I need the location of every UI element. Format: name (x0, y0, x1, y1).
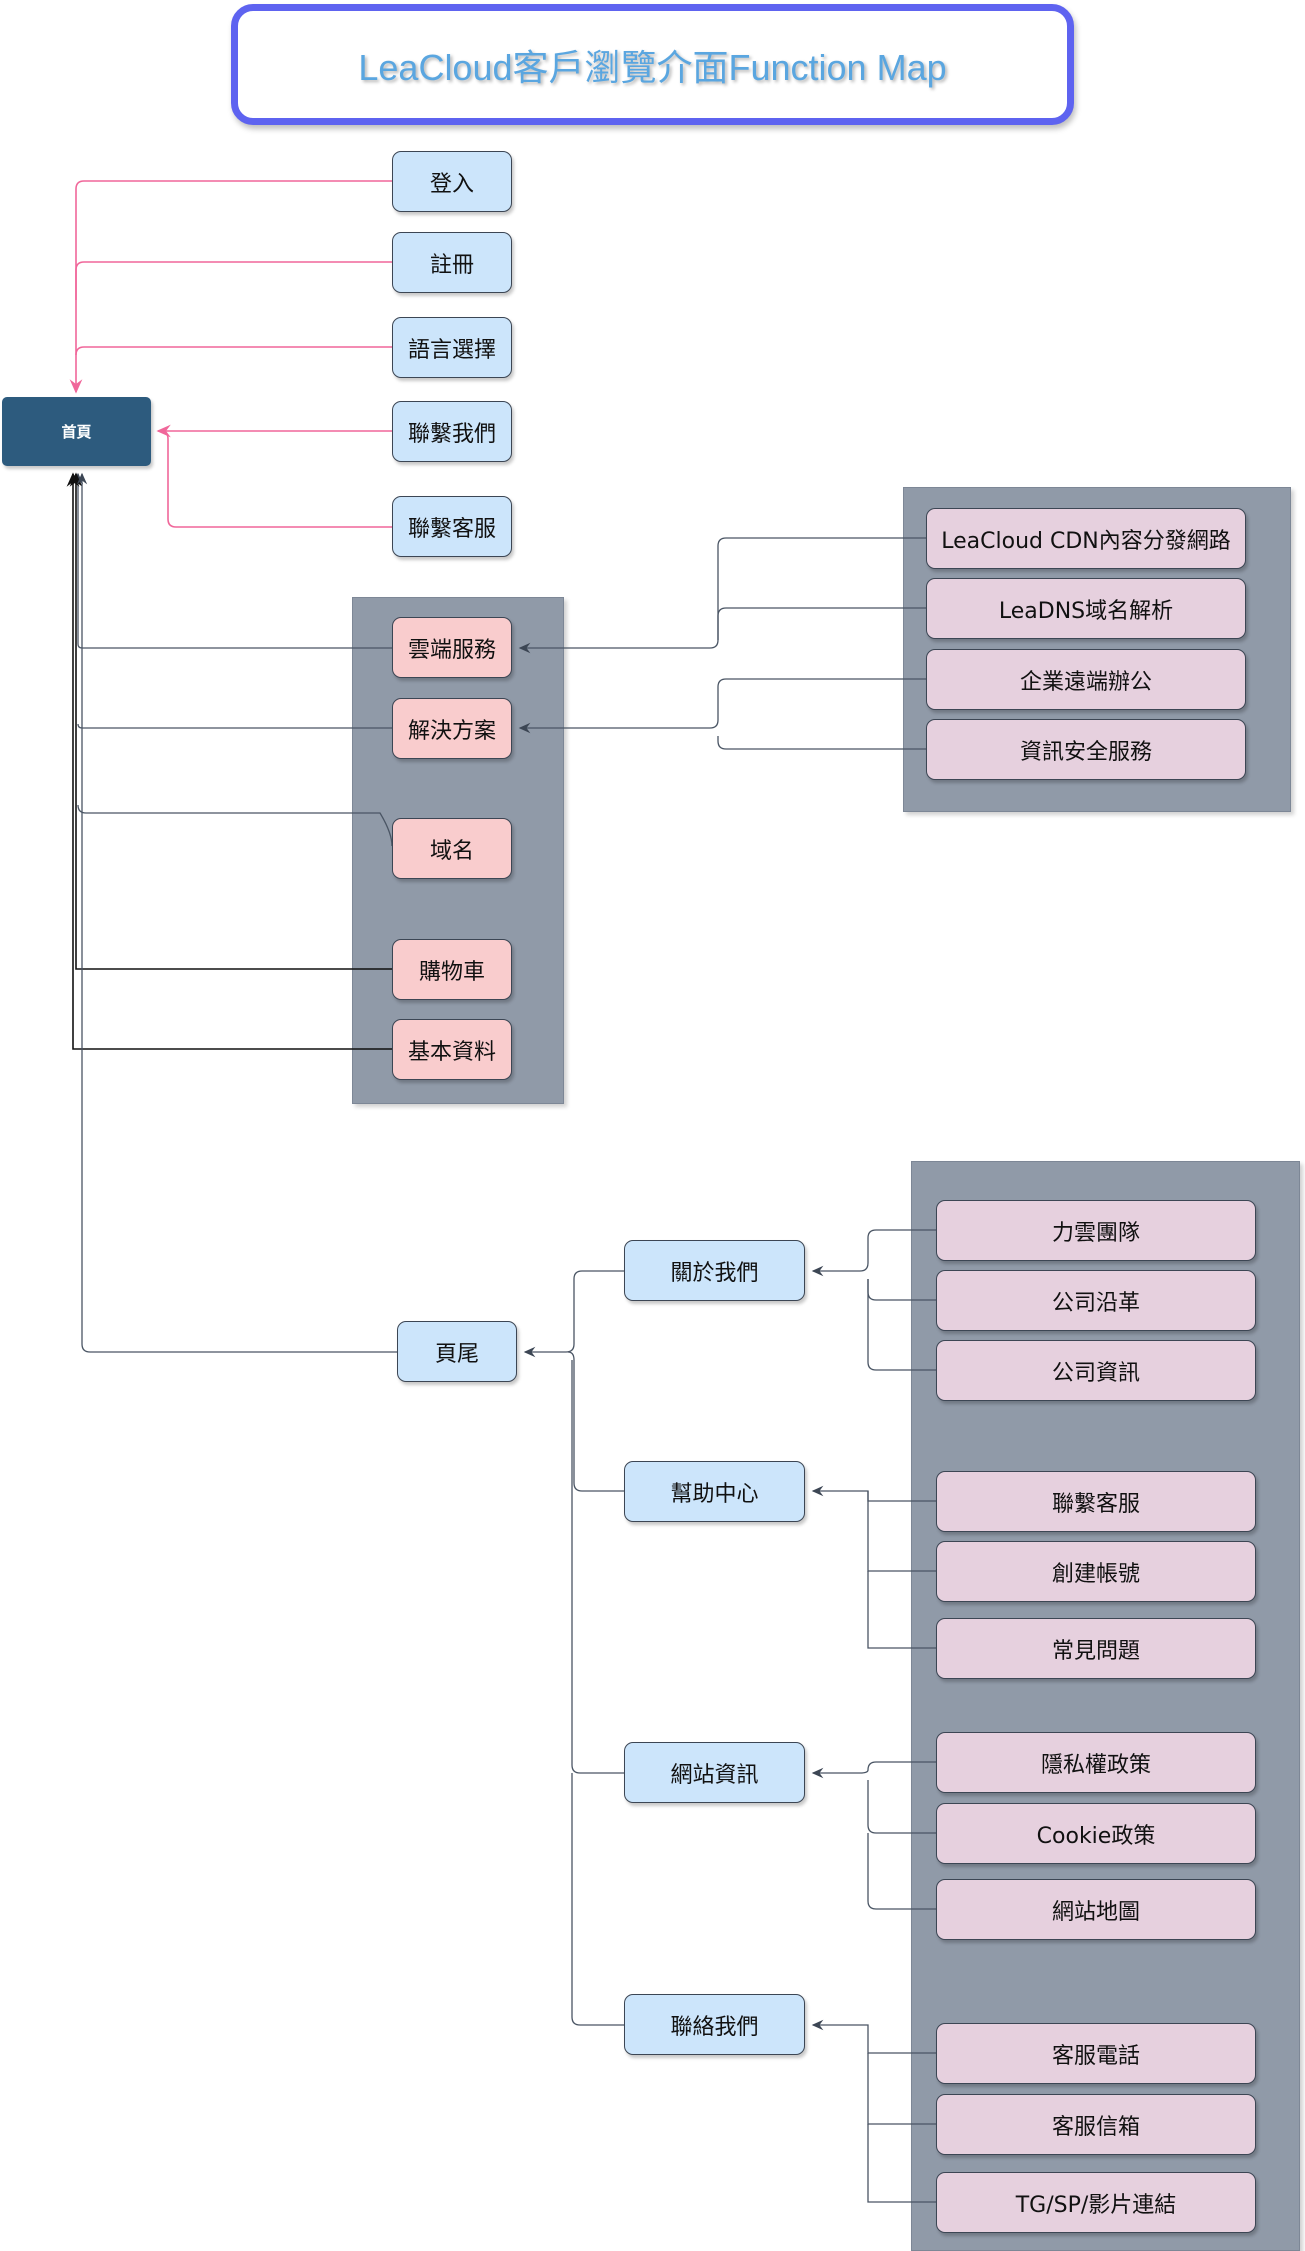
footer-item-label: 客服信箱 (1051, 2114, 1140, 2140)
footer-item[interactable]: 創建帳號 (936, 1541, 1256, 1602)
solutions-node[interactable]: 解決方案 (392, 698, 512, 759)
service-security-label: 資訊安全服務 (1019, 739, 1152, 765)
diagram-title: LeaCloud客戶瀏覽介面Function Map (358, 46, 947, 88)
footer-item-label: 公司資訊 (1051, 1360, 1140, 1386)
service-dns-label: LeaDNS域名解析 (998, 598, 1174, 624)
contact-us-node[interactable]: 聯繫我們 (392, 401, 512, 462)
footer-item[interactable]: TG/SP/影片連結 (936, 2172, 1256, 2233)
domain-node[interactable]: 域名 (392, 818, 512, 879)
service-remote-office-node[interactable]: 企業遠端辦公 (926, 649, 1246, 710)
solutions-label: 解決方案 (407, 718, 496, 744)
footer-item-label: 隱私權政策 (1040, 1752, 1151, 1778)
connector-cart-home (69, 472, 392, 970)
connector-footer-home (76, 472, 397, 1353)
language-select-node[interactable]: 語言選擇 (392, 317, 512, 378)
footer-item-label: TG/SP/影片連結 (1015, 2192, 1177, 2218)
footer-item[interactable]: 公司資訊 (936, 1340, 1256, 1401)
footer-item[interactable]: 聯繫客服 (936, 1471, 1256, 1532)
connector-cs-home (159, 430, 392, 528)
home-node[interactable]: 首頁 (2, 397, 151, 466)
footer-item-label: 創建帳號 (1051, 1561, 1140, 1587)
footer-item-label: 公司沿革 (1051, 1290, 1140, 1316)
footer-group-help[interactable]: 幫助中心 (624, 1461, 805, 1522)
connector-help-footer (567, 1351, 624, 1492)
title-banner: LeaCloud客戶瀏覽介面Function Map (231, 4, 1074, 125)
footer-group-site-info-label: 網站資訊 (670, 1762, 759, 1788)
footer-item[interactable]: 隱私權政策 (936, 1732, 1256, 1793)
cart-node[interactable]: 購物車 (392, 939, 512, 1000)
connector-domain-home (77, 804, 393, 847)
home-label: 首頁 (61, 423, 92, 441)
connector-cloud-home (72, 472, 392, 649)
footer-item[interactable]: Cookie政策 (936, 1803, 1256, 1864)
register-label: 註冊 (429, 252, 474, 278)
footer-item[interactable]: 常見問題 (936, 1618, 1256, 1679)
footer-group-about[interactable]: 關於我們 (624, 1240, 805, 1301)
connector-dns-cloud (717, 607, 926, 640)
footer-item[interactable]: 客服電話 (936, 2023, 1256, 2084)
service-cdn-label: LeaCloud CDN內容分發網路 (941, 528, 1231, 554)
profile-label: 基本資料 (407, 1039, 496, 1065)
footer-item[interactable]: 力雲團隊 (936, 1200, 1256, 1261)
service-security-node[interactable]: 資訊安全服務 (926, 719, 1246, 780)
connector-solutions-home (77, 723, 392, 729)
footer-group-help-label: 幫助中心 (670, 1481, 759, 1507)
footer-item[interactable]: 客服信箱 (936, 2094, 1256, 2155)
service-remote-office-label: 企業遠端辦公 (1019, 669, 1152, 695)
cloud-services-label: 雲端服務 (407, 637, 496, 663)
register-node[interactable]: 註冊 (392, 232, 512, 293)
service-dns-node[interactable]: LeaDNS域名解析 (926, 578, 1246, 639)
footer-node[interactable]: 頁尾 (397, 1321, 517, 1382)
profile-node[interactable]: 基本資料 (392, 1019, 512, 1080)
connector-security-solutions (717, 736, 926, 750)
domain-label: 域名 (429, 838, 474, 864)
footer-item-label: 網站地圖 (1051, 1899, 1140, 1925)
customer-service-label: 聯繫客服 (407, 516, 496, 542)
footer-group-contact[interactable]: 聯絡我們 (624, 1994, 805, 2055)
connector-remote-solutions (518, 678, 926, 734)
connector-contact-footer (571, 1773, 624, 2026)
customer-service-node[interactable]: 聯繫客服 (392, 496, 512, 557)
connector-cdn-cloud (518, 537, 926, 654)
connector-register-home (75, 261, 392, 300)
footer-group-about-label: 關於我們 (670, 1260, 759, 1286)
footer-label: 頁尾 (434, 1341, 479, 1367)
connector-login-home (69, 180, 392, 394)
footer-item[interactable]: 網站地圖 (936, 1879, 1256, 1940)
footer-item[interactable]: 公司沿革 (936, 1270, 1256, 1331)
login-label: 登入 (429, 171, 474, 197)
footer-item-label: Cookie政策 (1036, 1823, 1156, 1849)
login-node[interactable]: 登入 (392, 151, 512, 212)
cart-label: 購物車 (418, 959, 485, 985)
connector-siteinfo-footer (571, 1360, 624, 1774)
footer-item-label: 力雲團隊 (1051, 1220, 1140, 1246)
service-cdn-node[interactable]: LeaCloud CDN內容分發網路 (926, 508, 1246, 569)
language-select-label: 語言選擇 (407, 337, 496, 363)
footer-item-label: 聯繫客服 (1051, 1491, 1140, 1517)
footer-group-site-info[interactable]: 網站資訊 (624, 1742, 805, 1803)
connector-about-footer (523, 1270, 624, 1358)
footer-item-label: 客服電話 (1051, 2043, 1140, 2069)
footer-item-label: 常見問題 (1051, 1638, 1140, 1664)
footer-group-contact-label: 聯絡我們 (670, 2014, 759, 2040)
contact-us-label: 聯繫我們 (407, 421, 496, 447)
cloud-services-node[interactable]: 雲端服務 (392, 617, 512, 678)
connector-language-home (75, 346, 392, 356)
connector-profile-home (66, 472, 392, 1050)
